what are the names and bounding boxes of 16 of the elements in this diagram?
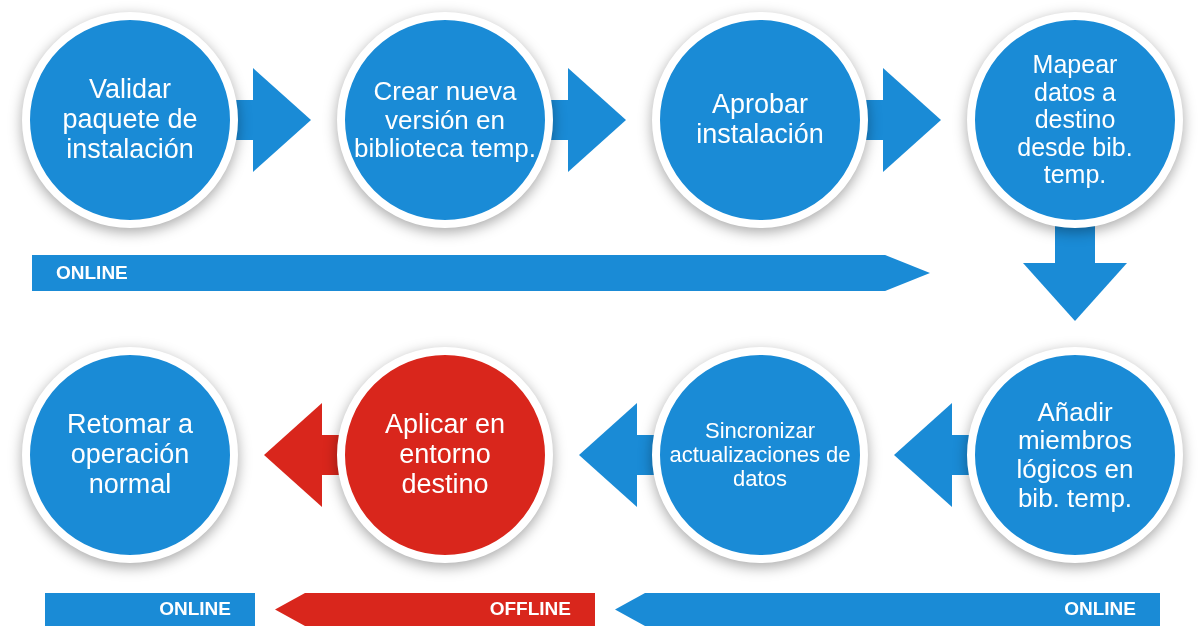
- step-label: Aplicar en entorno destino: [383, 410, 507, 500]
- step-label: Retomar a operación normal: [65, 410, 195, 500]
- step-label: Crear nueva versión en biblioteca temp.: [352, 77, 538, 163]
- step-label: Aprobar instalación: [695, 90, 825, 150]
- phase-band: [615, 593, 1160, 626]
- phase-band: [32, 255, 930, 291]
- phase-label: OFFLINE: [489, 597, 571, 622]
- phase-label: ONLINE: [56, 260, 128, 285]
- phase-band: [45, 593, 255, 626]
- phase-label: ONLINE: [159, 597, 231, 622]
- phase-band: [275, 593, 595, 626]
- step-label: Añadir miembros lógicos en bib. temp.: [1015, 397, 1135, 513]
- step-label: Mapear datos a destino desde bib. temp.: [1016, 51, 1134, 189]
- step-label: Sincronizar actualizaciones de datos: [668, 418, 852, 492]
- step-label: Validar paquete de instalación: [61, 75, 199, 165]
- phase-label: ONLINE: [1064, 597, 1136, 622]
